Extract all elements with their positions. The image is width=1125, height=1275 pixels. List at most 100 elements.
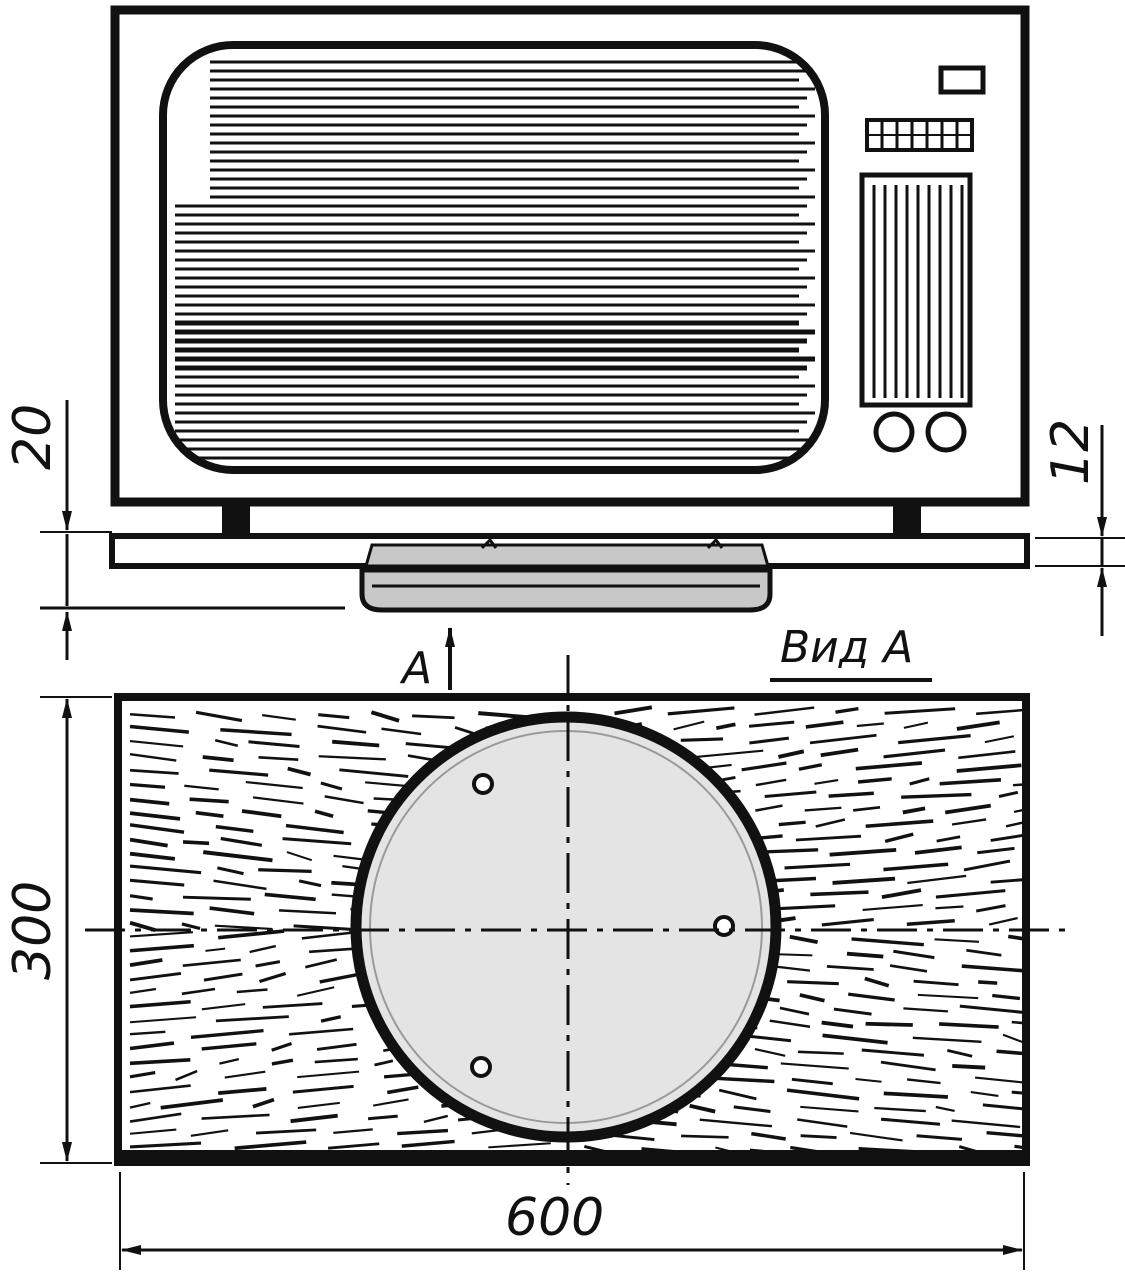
grain-stroke — [129, 931, 193, 938]
screen-hatching — [175, 60, 815, 460]
grain-stroke — [939, 1022, 999, 1029]
grain-stroke — [778, 749, 805, 759]
grain-stroke — [129, 1101, 151, 1109]
grain-stroke — [805, 720, 844, 729]
grain-stroke — [936, 835, 961, 843]
grain-stroke — [129, 908, 194, 916]
dim-600-label: 600 — [505, 1188, 604, 1248]
grain-stroke — [339, 768, 409, 778]
grain-stroke — [858, 1146, 926, 1155]
grain-stroke — [372, 1098, 409, 1107]
grain-stroke — [129, 972, 182, 982]
grain-stroke — [893, 949, 935, 960]
grain-stroke — [821, 918, 874, 927]
grain-stroke — [749, 1148, 774, 1154]
grain-stroke — [809, 733, 877, 745]
grain-stroke — [986, 1131, 1026, 1138]
grain-stroke — [975, 904, 1006, 913]
grain-stroke — [264, 892, 316, 902]
grain-stroke — [976, 708, 1026, 716]
screw-hole — [470, 1056, 492, 1078]
grain-stroke — [833, 1007, 872, 1016]
grain-stroke — [234, 1140, 307, 1151]
grain-stroke — [205, 947, 226, 952]
grain-stroke — [318, 713, 350, 720]
grain-stroke — [718, 1088, 757, 1101]
grain-stroke — [939, 778, 1002, 786]
button-keypad — [865, 118, 974, 152]
grain-stroke — [129, 943, 195, 953]
grain-stroke — [755, 778, 787, 787]
grain-stroke — [285, 823, 344, 835]
grain-stroke — [189, 797, 229, 804]
grain-stroke — [129, 1016, 197, 1024]
grain-stroke — [912, 1036, 982, 1043]
grain-stroke — [849, 1131, 903, 1142]
grain-stroke — [853, 806, 881, 812]
grain-stroke — [129, 811, 181, 821]
grain-stroke — [327, 1142, 380, 1150]
grain-stroke — [401, 1139, 455, 1148]
grain-stroke — [381, 727, 422, 736]
grain-stroke — [799, 993, 825, 1003]
grain-stroke — [715, 1146, 739, 1155]
grain-stroke — [1002, 1033, 1024, 1044]
grain-stroke — [797, 1050, 844, 1055]
grain-stroke — [898, 733, 971, 745]
grain-stroke — [220, 836, 263, 847]
grain-stroke — [822, 1033, 888, 1045]
grain-stroke — [218, 1087, 267, 1096]
grain-stroke — [916, 1134, 963, 1141]
grain-stroke — [318, 755, 386, 761]
grain-stroke — [215, 1015, 289, 1023]
grain-stroke — [129, 782, 166, 789]
grain-stroke — [935, 905, 964, 910]
grain-stroke — [902, 806, 926, 815]
grain-stroke — [236, 988, 268, 994]
grain-stroke — [129, 724, 190, 734]
grain-stroke — [129, 1030, 166, 1036]
turntable-side — [359, 537, 773, 613]
grain-stroke — [790, 1145, 826, 1155]
grain-stroke — [181, 987, 216, 996]
grain-stroke — [195, 810, 224, 818]
grain-stroke — [129, 713, 176, 719]
grain-stroke — [865, 1021, 913, 1027]
dimension-depth-300: 300 — [3, 696, 112, 1164]
grain-stroke — [800, 1105, 859, 1113]
grain-stroke — [944, 803, 992, 815]
grain-stroke — [129, 768, 179, 775]
grain-stroke — [287, 766, 312, 777]
dimension-board-12: 12 — [1035, 419, 1125, 636]
grain-stroke — [614, 705, 653, 716]
grain-stroke — [880, 1117, 941, 1126]
grain-stroke — [791, 1077, 833, 1086]
grain-stroke — [129, 1112, 182, 1123]
grain-stroke — [182, 840, 210, 846]
grain-stroke — [715, 722, 736, 730]
turntable-disk — [350, 711, 782, 1143]
grain-stroke — [129, 878, 185, 887]
grain-stroke — [883, 1091, 949, 1099]
grain-stroke — [906, 1078, 941, 1085]
grain-stroke — [320, 1015, 342, 1023]
grain-stroke — [681, 1134, 729, 1139]
grain-stroke — [129, 894, 153, 901]
grain-stroke — [333, 1128, 373, 1135]
grain-stroke — [982, 1103, 1026, 1111]
grain-stroke — [641, 1147, 700, 1156]
grain-stroke — [846, 951, 884, 959]
grain-stroke — [219, 1058, 240, 1065]
grain-stroke — [935, 1105, 955, 1112]
grain-stroke — [129, 740, 184, 748]
grain-stroke — [693, 749, 764, 759]
grain-stroke — [755, 804, 783, 812]
grain-stroke — [998, 790, 1019, 798]
tv-front-view — [110, 5, 1030, 534]
grain-stroke — [220, 727, 292, 737]
grain-stroke — [209, 906, 255, 916]
grain-stroke — [201, 1003, 246, 1011]
grain-stroke — [946, 1049, 973, 1058]
grain-stroke — [374, 1059, 394, 1067]
grain-stroke — [748, 720, 795, 728]
